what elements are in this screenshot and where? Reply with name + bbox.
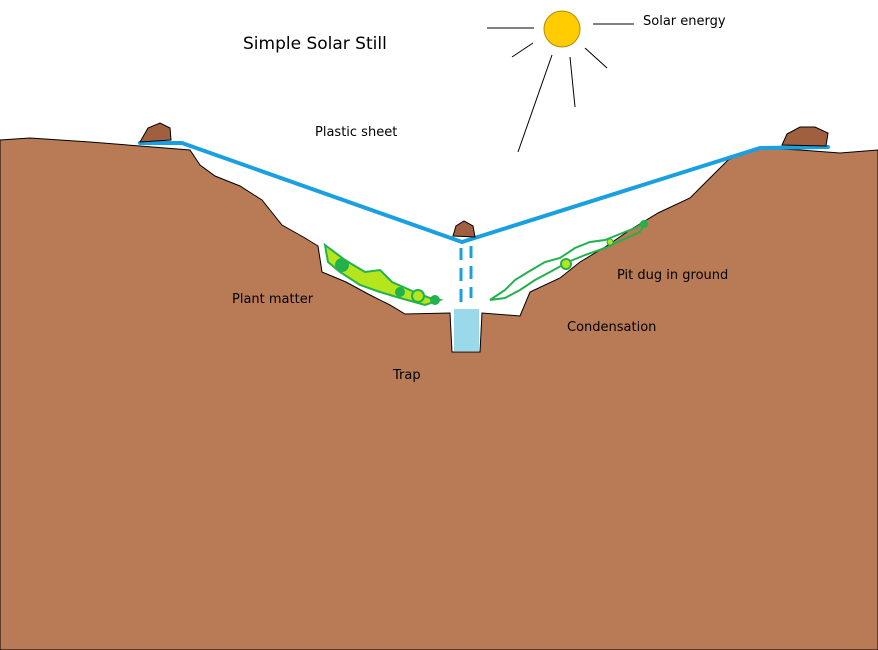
rock-center — [452, 220, 476, 238]
label-pit: Pit dug in ground — [617, 268, 729, 283]
rock-left — [139, 122, 172, 143]
label-trap: Trap — [393, 368, 421, 383]
plant-matter-left — [323, 242, 444, 307]
label-condensation: Condensation — [567, 320, 657, 335]
diagram-title: Simple Solar Still — [243, 34, 387, 54]
rock-right — [781, 126, 829, 147]
plastic-sheet — [138, 141, 830, 244]
water-trap — [454, 309, 479, 351]
label-plant-matter: Plant matter — [232, 292, 314, 307]
sun — [543, 10, 581, 48]
water-drips — [459, 246, 473, 302]
label-plastic-sheet: Plastic sheet — [315, 125, 398, 140]
plant-matter-right — [489, 219, 648, 301]
ground — [0, 137, 878, 650]
label-solar-energy: Solar energy — [643, 14, 726, 29]
sun-rays — [487, 23, 634, 153]
